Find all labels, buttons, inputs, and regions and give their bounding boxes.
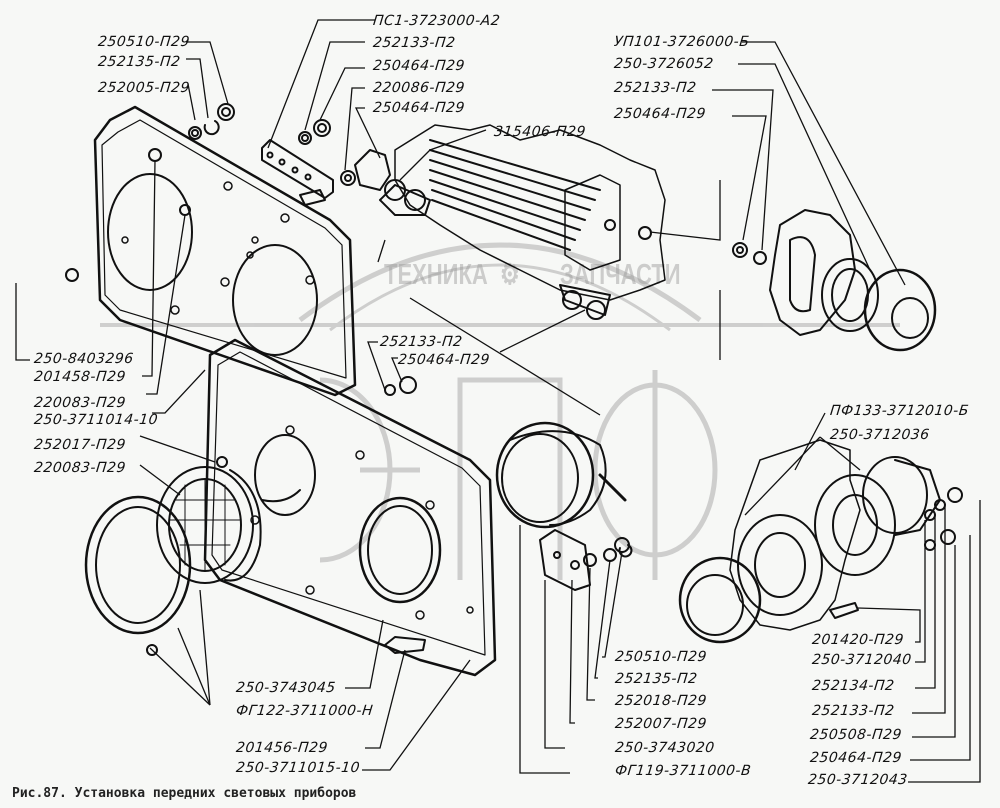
nut-center — [399, 376, 417, 394]
part-label: 220083-П29 — [33, 395, 127, 411]
part-label: 201456-П29 — [235, 740, 329, 756]
part-label: 250-3712040 — [811, 652, 913, 668]
part-label: УП101-3726000-Б — [613, 34, 751, 50]
part-label: 250464-П29 — [372, 100, 466, 116]
side-lamp-housing — [379, 124, 666, 320]
part-label: ПФ133-3712010-Б — [829, 403, 970, 419]
part-label: 250464-П29 — [397, 352, 491, 368]
part-label: 220083-П29 — [33, 460, 127, 476]
part-label: 252017-П29 — [33, 437, 127, 453]
part-label: 250-3711015-10 — [235, 760, 361, 776]
part-label: 201420-П29 — [811, 632, 905, 648]
upper-mounting-panel — [93, 105, 357, 397]
part-label: 250-8403296 — [33, 351, 135, 367]
watermark-text-left: ТЕХНИКА — [384, 258, 488, 291]
part-label: 250-3743045 — [235, 680, 337, 696]
part-label: 250-3712036 — [829, 427, 931, 443]
part-label: ФГ122-3711000-Н — [235, 703, 374, 719]
part-label: 220086-П29 — [372, 80, 466, 96]
part-label: ПС1-3723000-А2 — [372, 13, 501, 29]
part-label: 250464-П29 — [372, 58, 466, 74]
part-label: ФГ119-3711000-В — [614, 763, 752, 779]
bolt-201458 — [148, 148, 162, 162]
part-label: 250510-П29 — [614, 649, 708, 665]
washer-252017 — [216, 456, 228, 468]
direction-lamp-upper-right — [638, 209, 937, 352]
part-label: 250-3711014-10 — [33, 412, 159, 428]
part-label: 250464-П29 — [613, 106, 707, 122]
part-label: 250-3726052 — [613, 56, 715, 72]
part-label: 252135-П2 — [97, 54, 182, 70]
part-label: 252133-П2 — [372, 35, 457, 51]
part-label: 250-3743020 — [614, 740, 716, 756]
plug-250-8403296 — [65, 268, 79, 282]
part-label: 250508-П29 — [809, 727, 903, 743]
direction-lamp-lower-right — [678, 439, 963, 644]
part-label: 315406-П29 — [493, 124, 587, 140]
part-label: 250-3712043 — [807, 772, 909, 788]
bolt-201456 — [384, 636, 426, 654]
part-label: 201458-П29 — [33, 369, 127, 385]
left-headlamp — [84, 466, 301, 656]
washer-center — [384, 384, 396, 396]
part-label: 252018-П29 — [614, 693, 708, 709]
part-label: 252133-П2 — [379, 334, 464, 350]
part-label: 252005-П29 — [97, 80, 191, 96]
part-label: 252134-П2 — [811, 678, 896, 694]
part-label: 250510-П29 — [97, 34, 191, 50]
top-bracket — [188, 103, 391, 206]
part-label: 252133-П2 — [811, 703, 896, 719]
lower-mounting-panel — [203, 338, 497, 677]
part-label: 250464-П29 — [809, 750, 903, 766]
figure-caption: Рис.87. Установка передних световых приб… — [12, 786, 357, 801]
watermark-gear-icon: ⚙ — [500, 258, 520, 291]
part-label: 252133-П2 — [613, 80, 698, 96]
part-label: 252135-П2 — [614, 671, 699, 687]
part-label: 252007-П29 — [614, 716, 708, 732]
work-lamp-center — [495, 421, 633, 591]
